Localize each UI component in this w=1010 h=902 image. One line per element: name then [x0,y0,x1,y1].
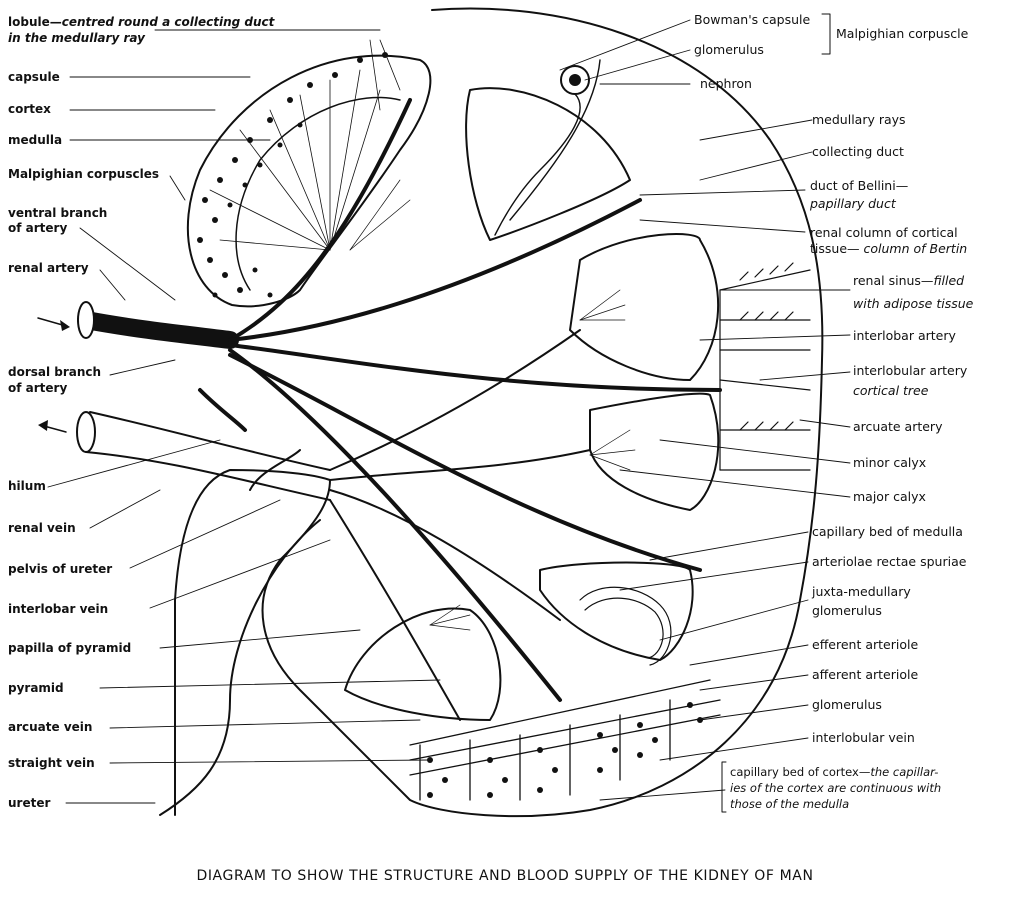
label-renal-sinus-2-text: with adipose tissue [853,296,974,311]
label-capillary-cortex-1: capillary bed of cortex—the capillar- [730,764,938,780]
label-interlobular-vein: interlobular vein [812,730,915,745]
juxta-loop [579,586,672,666]
cortex-capillary-bed [409,679,721,801]
label-renal-sinus: renal sinus—filled [853,273,964,289]
label-papillary-duct-text: papillary duct [810,196,896,211]
label-papilla-of-pyramid: papilla of pyramid [8,641,132,655]
diagram-caption: DIAGRAM TO SHOW THE STRUCTURE AND BLOOD … [196,868,814,884]
label-medulla: medulla [8,133,63,147]
label-capillary-cortex-term: capillary bed of cortex— [730,765,871,779]
pyramid-bottom [344,607,502,721]
label-major-calyx: major calyx [853,489,926,504]
arrow-renal-artery-head [60,320,70,331]
label-cortex: cortex [8,102,51,116]
lobule-inner [235,96,401,291]
glomerulus-top [569,74,581,86]
pyramid-upper-right [569,233,720,381]
label-dorsal-branch-2: of artery [8,381,68,395]
label-papillary-duct: papillary duct [810,196,896,212]
label-renal-sinus-2: with adipose tissue [853,296,973,312]
ureter-line [159,519,321,816]
label-renal-sinus-filled: filled [933,273,965,288]
arterial-branches [198,98,722,702]
glomeruli-dots [427,702,703,798]
label-glomerulus-bottom: glomerulus [812,697,882,712]
label-capillary-bed-medulla: capillary bed of medulla [812,524,963,539]
label-renal-vein: renal vein [8,521,76,535]
label-capillary-cortex-3-text: those of the medulla [730,797,850,811]
label-efferent-arteriole: efferent arteriole [812,637,919,652]
collecting-duct [509,59,601,221]
lobule-ray-lines [209,39,401,251]
label-afferent-arteriole: afferent arteriole [812,667,919,682]
label-lobule-desc-1: centred round a collecting duct [61,15,275,29]
label-renal-artery: renal artery [8,261,89,275]
label-ureter: ureter [8,796,51,810]
renal-vein-lower [85,451,331,501]
pyramid-middle-right [589,392,720,511]
lobule-dots [197,52,388,298]
label-renal-column-2: tissue— column of Bertin [810,241,967,257]
label-duct-of-bellini: duct of Bellini— [810,178,909,193]
renal-artery [77,311,239,349]
label-hilum: hilum [8,479,46,493]
label-capillary-cortex-2: ies of the cortex are continuous with [730,780,941,796]
label-juxta-1: juxta-medullary [812,584,911,599]
lobule-outline [186,54,432,308]
nephron-tubule [494,93,581,236]
kidney-capsule-outline [174,7,824,818]
pyramid-top [465,87,631,241]
label-renal-column-1: renal column of cortical [810,225,958,240]
pyramid-lower-right [539,561,694,661]
renal-vein [89,411,331,471]
arrow-renal-vein-head [38,420,48,431]
label-cortical-tree: cortical tree [853,383,928,399]
label-interlobar-artery: interlobar artery [853,328,956,343]
label-bowmans-capsule: Bowman's capsule [694,12,811,27]
cortical-trees [719,262,811,471]
label-interlobar-vein: interlobar vein [8,602,109,616]
label-capillary-cortex-2-text: ies of the cortex are continuous with [730,781,942,795]
capillary-cortex-bracket [721,761,727,813]
arrow-renal-vein-out [43,425,67,433]
label-nephron: nephron [700,76,752,91]
juxta-loop-2 [584,597,664,659]
label-cortical-tree-text: cortical tree [853,383,929,398]
label-dorsal-branch-1: dorsal branch [8,365,102,379]
label-lobule-term: lobule— [8,15,62,29]
label-arcuate-artery: arcuate artery [853,419,943,434]
label-renal-column-2-term: tissue— [810,241,860,256]
label-pyramid: pyramid [8,681,64,695]
leader-lines-left [47,29,441,804]
label-pelvis-of-ureter: pelvis of ureter [8,562,113,576]
label-juxta-2: glomerulus [812,603,882,618]
label-glomerulus-top: glomerulus [694,42,764,57]
leader-lines-right [559,19,851,801]
label-straight-vein: straight vein [8,756,95,770]
venous-branches [249,329,591,721]
label-lobule: lobule—centred round a collecting duct [8,14,274,30]
label-capsule: capsule [8,70,60,84]
label-ventral-branch-1: ventral branch [8,206,108,220]
label-renal-sinus-term: renal sinus— [853,273,934,288]
renal-vein-end [76,411,96,453]
malpighian-bracket [821,13,831,55]
label-arcuate-vein: arcuate vein [8,720,93,734]
label-arteriolae-rectae: arteriolae rectae spuriae [812,554,967,569]
label-minor-calyx: minor calyx [853,455,927,470]
label-ventral-branch-2: of artery [8,221,68,235]
label-column-of-bertin: column of Bertin [863,241,968,256]
label-malpighian-corpuscle: Malpighian corpuscle [836,26,969,41]
renal-artery-end [77,301,95,339]
label-interlobular-artery: interlobular artery [853,363,968,378]
label-collecting-duct: collecting duct [812,144,904,159]
label-capillary-cortex-1-italic: the capillar- [870,765,939,779]
label-capillary-cortex-3: those of the medulla [730,796,849,812]
papilla-fans [349,179,636,631]
label-lobule-desc-2: in the medullary ray [8,31,145,45]
label-malpighian-corpuscles: Malpighian corpuscles [8,167,159,181]
label-medullary-rays: medullary rays [812,112,906,127]
